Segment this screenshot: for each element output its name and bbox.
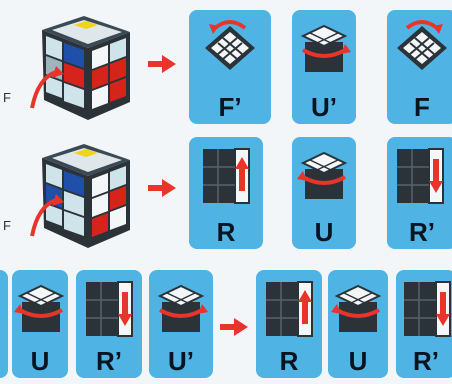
right-column-down-icon (395, 145, 445, 207)
move-card-r-prime: R’ (387, 137, 452, 249)
move-card-u: U (12, 270, 68, 378)
move-label: R (189, 219, 263, 245)
cube-illustration-2 (22, 136, 137, 256)
face-label-f: F (3, 90, 11, 105)
move-label: U (328, 348, 388, 374)
move-label: F (387, 94, 452, 120)
move-label: U (292, 219, 356, 245)
rotate-top-layer-icon (331, 280, 385, 336)
move-label: R’ (396, 348, 452, 374)
move-card-u: U (292, 137, 356, 249)
move-label: U’ (149, 348, 213, 374)
move-label: R’ (387, 219, 452, 245)
rotate-top-face-icon (201, 18, 259, 78)
move-label: U’ (292, 94, 356, 120)
move-card-r: R (256, 270, 322, 378)
right-column-down-icon (84, 278, 134, 340)
next-step-arrow-icon (148, 179, 176, 197)
move-label: R’ (76, 348, 142, 374)
move-card-u-prime: U’ (292, 10, 356, 124)
move-card-r-prime: R’ (76, 270, 142, 378)
next-step-arrow-icon (220, 318, 248, 336)
rotate-top-layer-icon (297, 147, 351, 203)
move-label: R (256, 348, 322, 374)
cube-illustration-1 (22, 8, 137, 128)
face-label-f: F (3, 218, 11, 233)
rotate-top-face-icon (393, 18, 451, 78)
rotate-top-layer-icon (154, 280, 208, 336)
move-card-f: F (387, 10, 452, 124)
rotate-top-layer-icon (14, 280, 68, 336)
right-column-down-icon (402, 278, 452, 340)
move-card-u-prime: U’ (149, 270, 213, 378)
move-card-u: U (328, 270, 388, 378)
right-column-up-icon (264, 278, 314, 340)
rotate-top-layer-icon (297, 20, 351, 76)
move-card-partial (0, 270, 8, 378)
right-column-up-icon (201, 145, 251, 207)
move-card-f-prime: F’ (189, 10, 271, 124)
move-card-r-prime: R’ (396, 270, 452, 378)
next-step-arrow-icon (148, 55, 176, 73)
move-label: F’ (189, 94, 271, 120)
move-label: U (12, 348, 68, 374)
move-card-r: R (189, 137, 263, 249)
